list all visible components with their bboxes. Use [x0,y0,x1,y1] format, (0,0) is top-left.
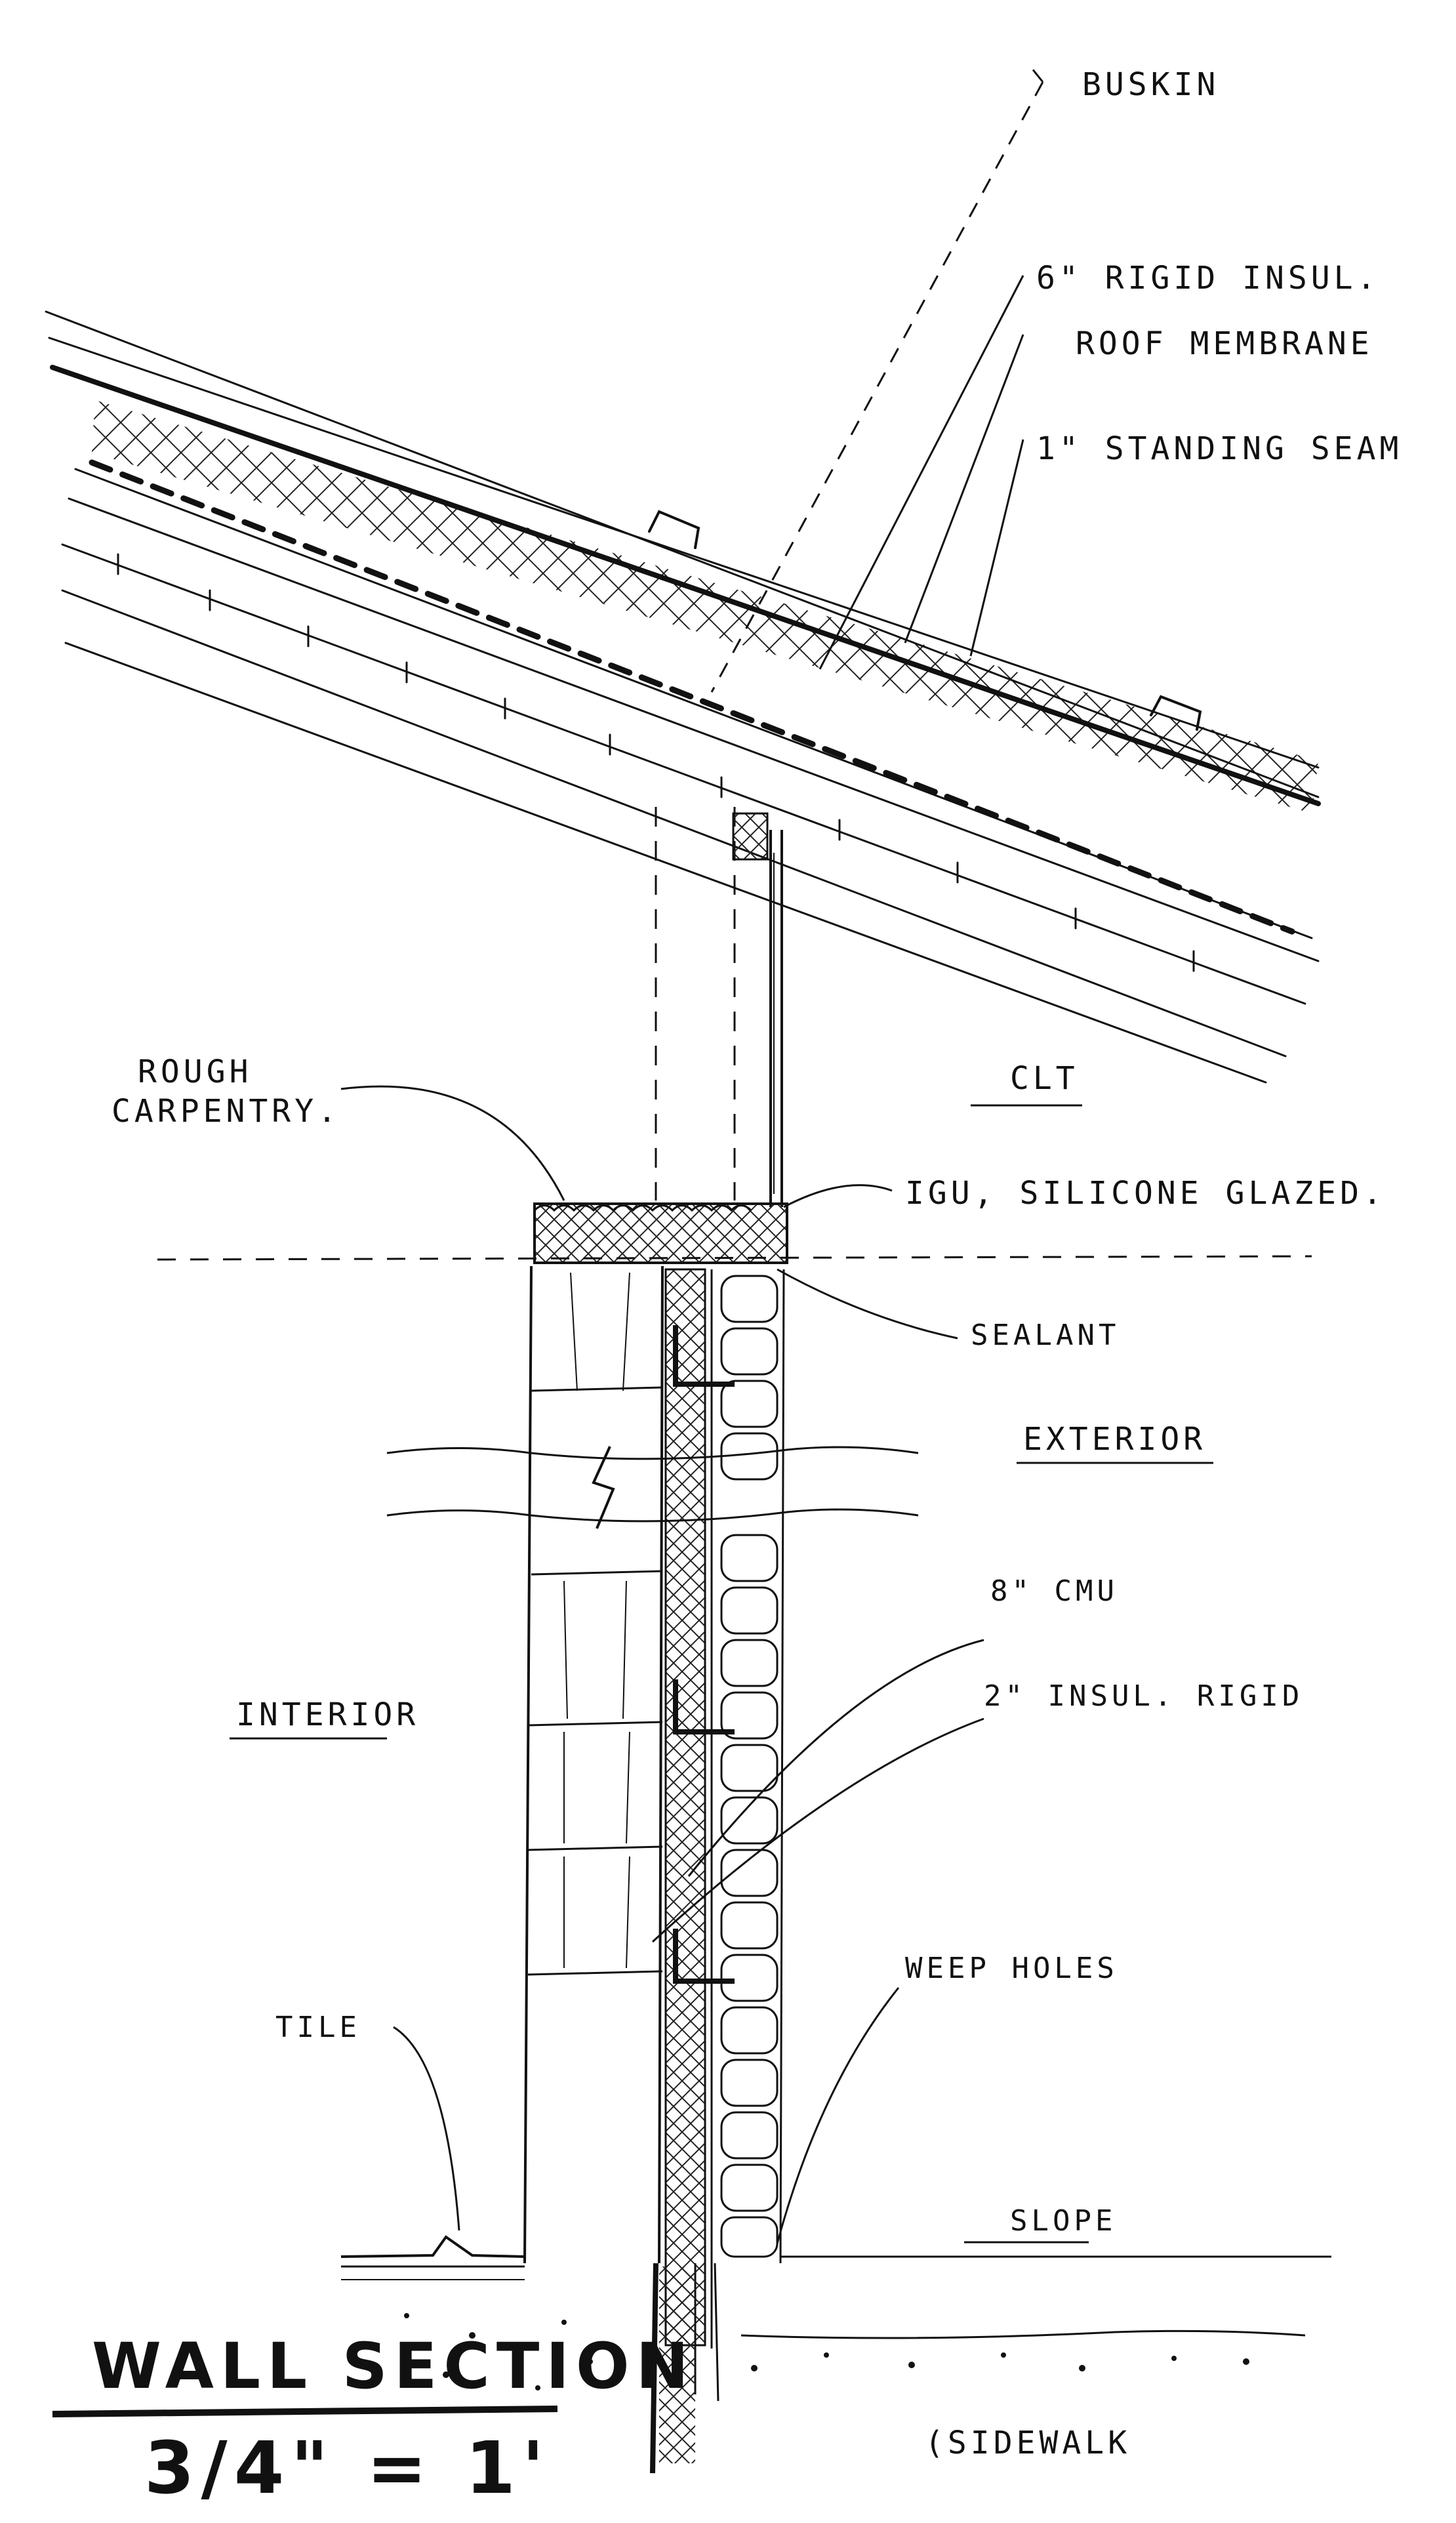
leader-lines [340,65,1044,2244]
label-sidewalk: (SIDEWALK [925,2425,1131,2461]
leader-insul [651,1717,984,1943]
title-main: WALL SECTION [92,2329,695,2403]
leader-cmu [687,1639,984,1877]
label-tile: TILE [275,2011,361,2044]
leader-roof-membrane [904,334,1024,644]
label-rough: ROUGH [138,1054,253,1090]
label-exterior: EXTERIOR [1023,1421,1206,1458]
label-igu: IGU, SILICONE GLAZED. [905,1175,1386,1212]
label-standing-seam: 1" STANDING SEAM [1036,430,1402,467]
title-scale: 3/4" = 1' [144,2426,551,2510]
leader-weep [776,1987,900,2244]
leader-sealant [777,1268,958,1340]
label-weep-holes: WEEP HOLES [905,1952,1118,1985]
label-cmu: 8" CMU [990,1574,1118,1608]
leader-standing-seam [969,439,1024,657]
leader-rough-carpentry [340,1085,565,1201]
glazing-and-column [655,807,783,1207]
wall-assembly [157,1202,1312,2474]
label-buskin: BUSKIN [1082,66,1219,103]
leader-buskin [710,65,1044,693]
roof-assembly [45,310,1321,1084]
label-sealant: SEALANT [971,1319,1120,1352]
label-insul-rigid: 2" INSUL. RIGID [984,1679,1303,1713]
label-clt: CLT [1010,1060,1079,1097]
ground-and-sidewalk [340,2235,1331,2390]
label-rigid-insul: 6" RIGID INSUL. [1036,260,1379,297]
label-roof-membrane: ROOF MEMBRANE [1076,325,1373,362]
rigid-insulation-hatch [92,400,1318,813]
leader-igu [783,1184,893,1208]
label-carpentry: CARPENTRY. [111,1093,340,1130]
label-interior: INTERIOR [236,1696,419,1733]
leader-rigid-insul [819,275,1024,670]
label-slope: SLOPE [1010,2204,1116,2238]
